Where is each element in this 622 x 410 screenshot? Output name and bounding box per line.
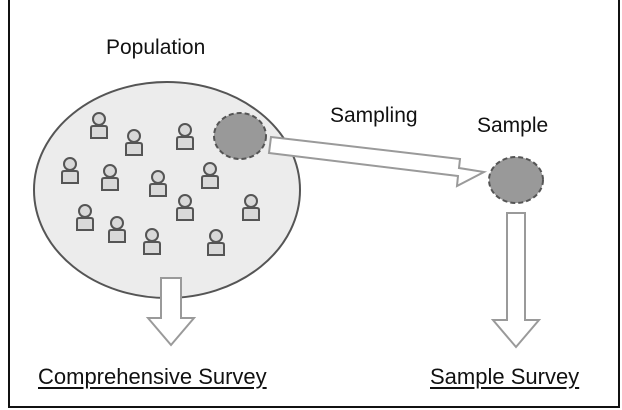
sample-label: Sample	[477, 114, 549, 137]
sample-down-arrow-icon	[490, 212, 542, 349]
person-icon	[176, 194, 194, 221]
comprehensive-survey-label: Comprehensive Survey	[38, 364, 267, 389]
person-icon	[90, 112, 108, 139]
sample-survey-label: Sample Survey	[430, 364, 580, 389]
person-icon	[201, 162, 219, 189]
person-icon	[176, 123, 194, 150]
person-icon	[207, 229, 225, 256]
person-icon	[242, 194, 260, 221]
sample-circle	[488, 156, 544, 204]
person-icon	[108, 216, 126, 243]
sampled-subset-circle	[213, 112, 267, 160]
population-down-arrow-icon	[145, 277, 197, 347]
population-label: Population	[106, 36, 206, 59]
sampling-label: Sampling	[330, 104, 418, 127]
person-icon	[125, 129, 143, 156]
person-icon	[143, 228, 161, 255]
person-icon	[149, 170, 167, 197]
person-icon	[61, 157, 79, 184]
person-icon	[76, 204, 94, 231]
sampling-arrow-icon	[267, 135, 488, 188]
person-icon	[101, 164, 119, 191]
